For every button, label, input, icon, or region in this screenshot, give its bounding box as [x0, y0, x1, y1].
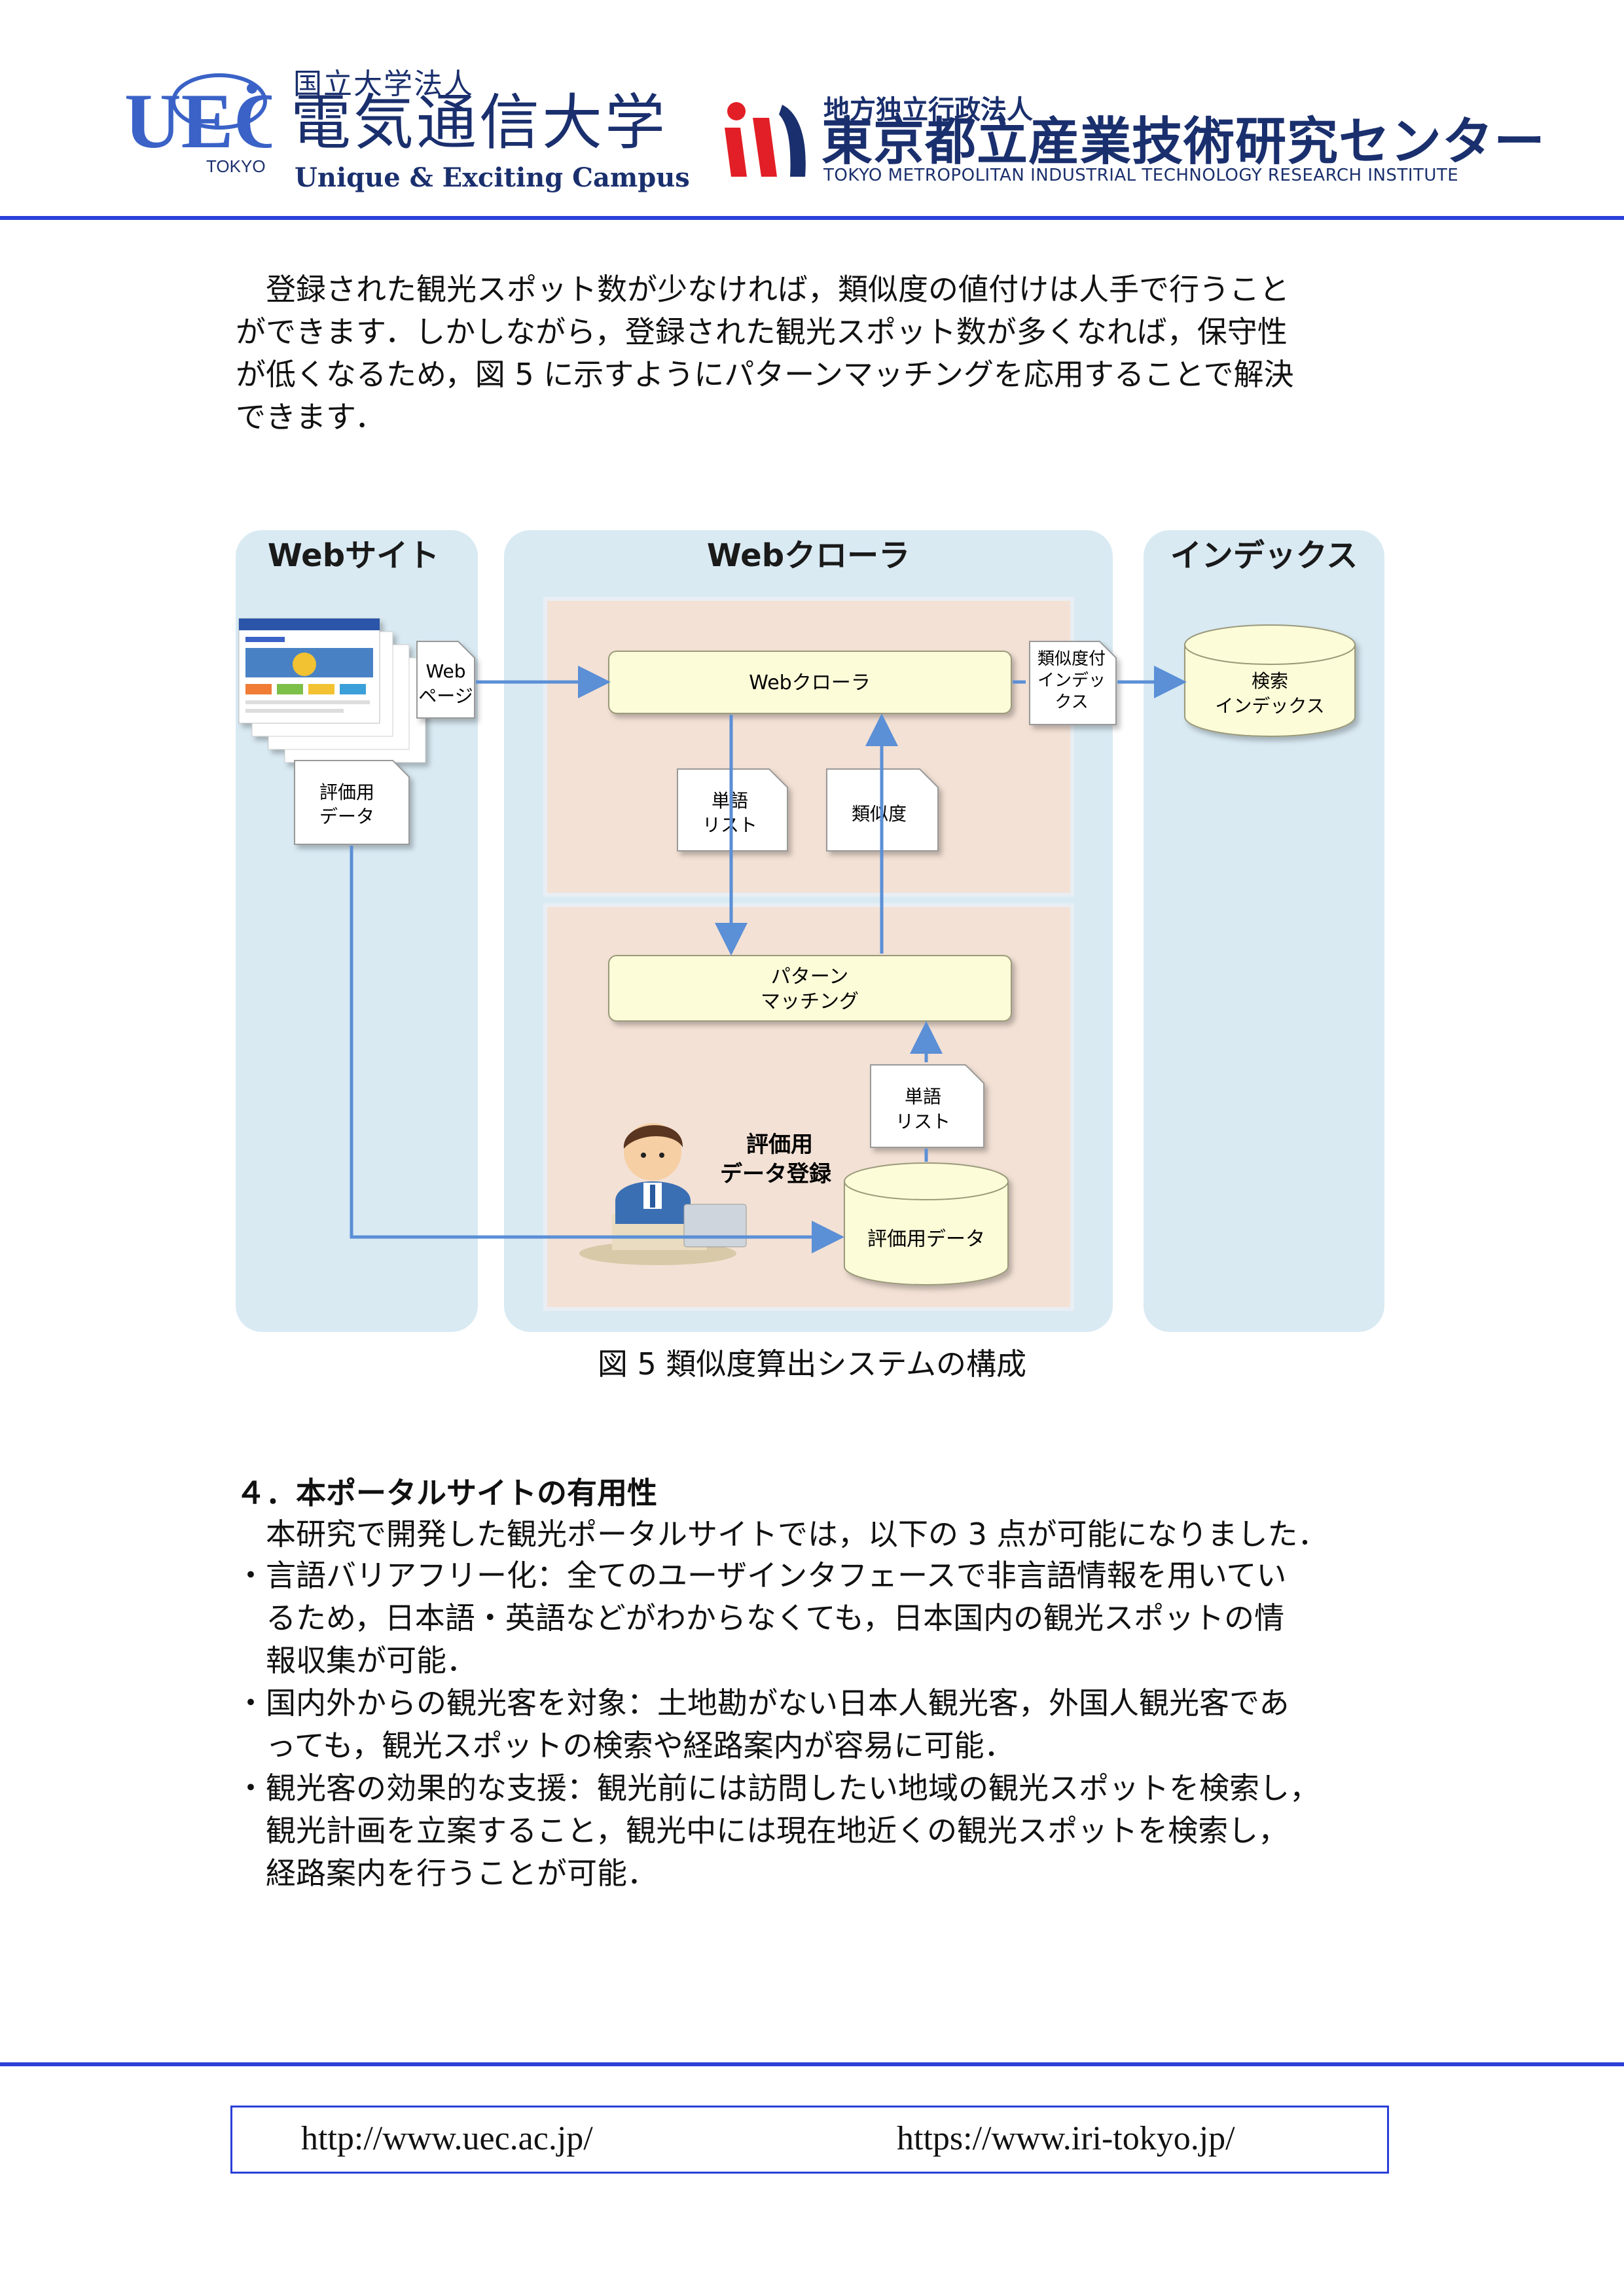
uec-name: 電気通信大学 [291, 88, 668, 158]
arrow-evaldata-to-db [350, 846, 844, 1253]
bullet-line: ・国内外からの観光客を対象：土地勘がない日本人観光客，外国人観光客であ [236, 1685, 1290, 1721]
footer-rule [0, 2062, 1624, 2066]
doc-similarity-index: 類似度付 インデッ クス [1029, 641, 1117, 725]
intro-line: ができます．しかしながら，登録された観光スポット数が多くなれば，保守性 [236, 314, 1288, 350]
panel-index-title: インデックス [1170, 537, 1358, 574]
doc-eval-data: 評価用 データ [294, 760, 410, 845]
pattern-matching-box: パターン マッチング [608, 955, 1012, 1022]
eval-data-database: 評価用データ [844, 1162, 1009, 1285]
svg-text:類似度: 類似度 [852, 803, 907, 825]
crawler-upper-block [543, 597, 1074, 897]
bullet-line: 報収集が可能． [266, 1643, 477, 1678]
bullet-item: ・言語バリアフリー化：全てのユーザインタフェースで非言語情報を用いてい るため，… [236, 1554, 1286, 1682]
uec-url-link[interactable]: http://www.uec.ac.jp/ [301, 2120, 593, 2157]
bullet-line: ・観光客の効果的な支援：観光前には訪問したい地域の観光スポットを検索し， [236, 1770, 1320, 1806]
iri-name: 東京都立産業技術研究センター [821, 113, 1546, 171]
svg-text:Webクローラ: Webクローラ [749, 672, 870, 694]
uec-tagline: Unique & Exciting Campus [295, 162, 690, 193]
person-label-line2: データ登録 [720, 1161, 832, 1187]
intro-line: できます． [236, 399, 386, 435]
panel-crawler-title: Webクローラ [707, 537, 910, 574]
iri-logo-mark [725, 102, 806, 177]
svg-text:インデッ: インデッ [1038, 671, 1106, 691]
doc-webpage: Web ページ [416, 641, 475, 719]
uec-logo-text: UEC [124, 77, 272, 164]
svg-text:クス: クス [1055, 692, 1088, 712]
search-index-database: 検索 インデックス [1184, 624, 1356, 737]
bullet-line: 経路案内を行うことが可能． [266, 1856, 657, 1891]
section-lead: 本研究で開発した観光ポータルサイトでは，以下の 3 点が可能になりました． [266, 1516, 1328, 1552]
doc-word-list-2: 単語 リスト [870, 1064, 984, 1148]
header-rule [0, 216, 1624, 220]
system-diagram: Webサイト Webクローラ インデックス Web ページ 評価用 データ 単語… [236, 530, 1384, 1332]
svg-text:評価用データ: 評価用データ [867, 1228, 985, 1251]
bullet-item: ・国内外からの観光客を対象：土地勘がない日本人観光客，外国人観光客であ っても，… [236, 1682, 1290, 1767]
svg-text:類似度付: 類似度付 [1038, 649, 1106, 669]
svg-text:Web: Web [425, 660, 465, 682]
svg-text:インデックス: インデックス [1215, 695, 1324, 717]
figure-caption: 図 5 類似度算出システムの構成 [597, 1346, 1027, 1382]
iri-english-name: TOKYO METROPOLITAN INDUSTRIAL TECHNOLOGY… [823, 166, 1459, 185]
intro-line: 登録された観光スポット数が少なければ，類似度の値付けは人手で行うこと [266, 272, 1290, 307]
bullet-item: ・観光客の効果的な支援：観光前には訪問したい地域の観光スポットを検索し， 観光計… [236, 1767, 1320, 1895]
person-label-line1: 評価用 [746, 1132, 813, 1158]
svg-text:検索: 検索 [1252, 670, 1288, 692]
svg-text:マッチング: マッチング [761, 990, 859, 1013]
website-screenshot-stack [238, 618, 426, 763]
svg-text:リスト: リスト [895, 1111, 950, 1132]
crawler-box: Webクローラ [608, 651, 1012, 714]
bullet-line: 観光計画を立案すること，観光中には現在地近くの観光スポットを検索し， [266, 1813, 1289, 1848]
iri-hojin-label: 地方独立行政法人 [823, 95, 1033, 125]
uec-logo: UEC TOKYO [124, 73, 272, 176]
bullet-line: ・言語バリアフリー化：全てのユーザインタフェースで非言語情報を用いてい [236, 1558, 1287, 1593]
svg-text:データ: データ [319, 806, 374, 827]
uec-logo-sub: TOKYO [206, 156, 266, 176]
panel-website-title: Webサイト [268, 537, 439, 574]
svg-text:単語: 単語 [905, 1086, 941, 1107]
svg-text:ページ: ページ [418, 685, 473, 707]
bullet-line: るため，日本語・英語などがわからなくても，日本国内の観光スポットの情 [266, 1600, 1285, 1636]
iri-url-link[interactable]: https://www.iri-tokyo.jp/ [897, 2120, 1235, 2157]
intro-paragraph: 登録された観光スポット数が少なければ，類似度の値付けは人手で行うこと ができます… [236, 268, 1294, 439]
bullet-line: っても，観光スポットの検索や経路案内が容易に可能． [266, 1728, 1015, 1763]
intro-line: が低くなるため，図 5 に示すようにパターンマッチングを応用することで解決 [236, 357, 1294, 392]
footer-box [230, 2106, 1389, 2174]
svg-text:パターン: パターン [771, 965, 849, 988]
uec-hojin-label: 国立大学法人 [293, 67, 474, 101]
svg-text:評価用: 評価用 [319, 781, 374, 803]
section-title: ４．本ポータルサイトの有用性 [236, 1475, 657, 1511]
